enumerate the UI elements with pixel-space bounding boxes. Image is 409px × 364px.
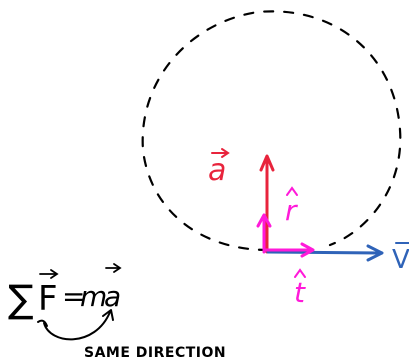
velocity-vector	[266, 244, 384, 262]
tangential-unit-vector	[264, 242, 315, 258]
equation-sum-symbol: ∑	[8, 277, 34, 321]
circular-path	[141, 10, 402, 252]
radial-label-hat	[286, 186, 298, 196]
acceleration-vector	[259, 154, 275, 254]
connector-tail-hook	[37, 319, 48, 327]
equation-acceleration: a	[104, 280, 121, 313]
acceleration-label: a	[208, 153, 226, 188]
same-direction-connector	[43, 311, 111, 341]
same-direction-connector-head	[102, 309, 114, 321]
equation-force: F	[38, 279, 58, 319]
tangential-unit-label: t	[294, 276, 306, 309]
radial-unit-label: r	[285, 194, 298, 227]
same-direction-annotation: SAME DIRECTION	[84, 345, 226, 361]
acceleration-label-arrow	[211, 148, 230, 158]
tangential-label-hat	[294, 268, 306, 278]
force-vector-arrow	[39, 269, 59, 279]
radial-unit-vector	[256, 213, 272, 254]
velocity-label: V	[392, 245, 409, 275]
equation-equals: =	[62, 280, 85, 313]
acceleration-vector-arrow-eq	[105, 263, 122, 273]
equation-mass: m	[80, 280, 107, 313]
